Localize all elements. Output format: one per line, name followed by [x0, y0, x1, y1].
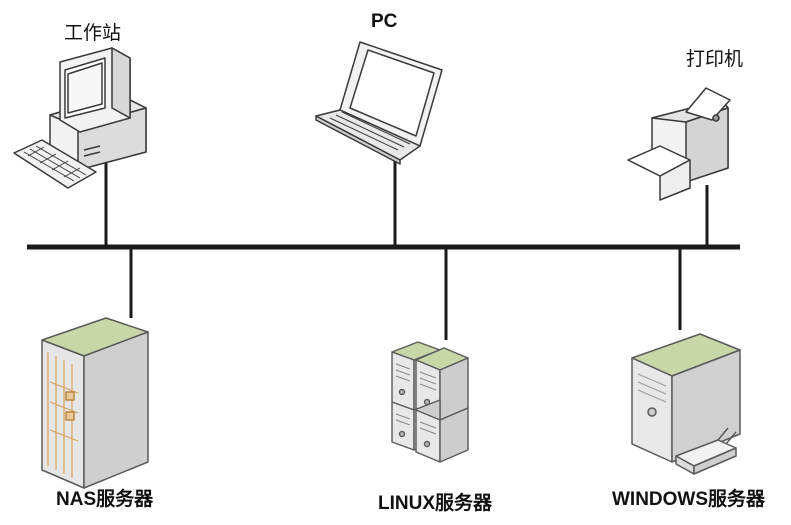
- nas-server-label: NAS服务器: [56, 489, 154, 510]
- printer-label: 打印机: [686, 48, 744, 70]
- pc-label: PC: [371, 11, 398, 32]
- windows-server-label: WINDOWS服务器: [612, 489, 766, 510]
- workstation-icon: [13, 47, 147, 189]
- nas-server-icon: [41, 317, 149, 489]
- network-bus: [27, 158, 740, 340]
- server-cluster-icon: [391, 341, 469, 463]
- laptop-icon: [315, 41, 443, 165]
- tower-server-icon: [631, 333, 741, 475]
- workstation-label: 工作站: [64, 22, 122, 44]
- linux-server-label: LINUX服务器: [378, 493, 493, 514]
- printer-icon: [627, 87, 731, 201]
